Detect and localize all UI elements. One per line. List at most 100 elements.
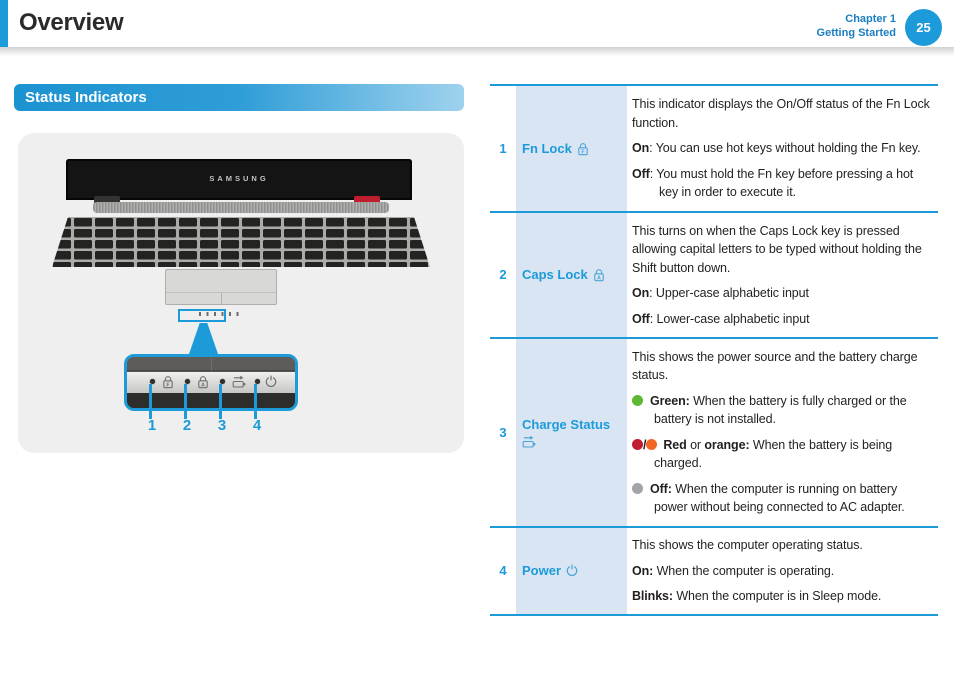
- term-red: Red: [663, 437, 687, 452]
- laptop-figure: SAMSUNG F: [18, 133, 464, 453]
- chapter-number: Chapter 1: [845, 13, 896, 25]
- gray-status-dot: [632, 482, 643, 494]
- term-off-text: : You must hold the Fn key before pressi…: [649, 166, 914, 200]
- fn-lock-led: [149, 378, 155, 384]
- intro-text: This shows the computer operating status…: [632, 538, 863, 552]
- callout-line-1: [149, 384, 152, 419]
- term-off: Off: [632, 311, 650, 326]
- table-row-power: 4 Power This shows the computer operatin…: [490, 525, 938, 615]
- power-icon: [566, 564, 578, 577]
- callout-number-4: 4: [252, 417, 262, 434]
- row-label-text: Power: [522, 562, 562, 578]
- callout-line-4: [254, 384, 257, 419]
- svg-text:A: A: [201, 382, 205, 388]
- highlight-rectangle: [178, 309, 226, 322]
- callout-number-3: 3: [217, 417, 227, 434]
- term-on: On:: [632, 563, 654, 578]
- green-status-dot: [632, 394, 643, 406]
- laptop-screen: SAMSUNG: [66, 159, 412, 200]
- description-off: Off: When the computer is running on bat…: [632, 480, 932, 517]
- row-number: 2: [499, 267, 507, 283]
- header-shadow: [0, 47, 954, 56]
- page-title: Overview: [19, 9, 124, 36]
- term-off: Off: [632, 166, 650, 181]
- callout-bottom-band: [127, 393, 295, 408]
- charge-status-icon: [522, 435, 536, 448]
- term-orange: orange:: [704, 437, 750, 452]
- term-on-text: When the computer is operating.: [653, 563, 835, 578]
- term-green: Green:: [650, 393, 690, 408]
- row-label-text: Fn Lock: [522, 140, 572, 156]
- fn-lock-icon: F: [578, 142, 588, 155]
- slash-separator: /: [643, 437, 647, 452]
- intro-text: This shows the power source and the batt…: [632, 349, 918, 383]
- table-row-charge-status: 3 Charge Status This shows the power sou…: [490, 336, 938, 526]
- term-off-text: When the computer is running on battery …: [654, 481, 905, 515]
- description-blinks: Blinks: When the computer is in Sleep mo…: [632, 587, 932, 606]
- term-or-text: or: [686, 437, 705, 452]
- description-intro: This shows the computer operating status…: [632, 536, 932, 555]
- touchpad: [165, 269, 277, 305]
- laptop-body: [30, 199, 452, 321]
- term-on-text: : Upper-case alphabetic input: [649, 286, 809, 300]
- row-number: 1: [499, 141, 507, 156]
- row-description: This shows the power source and the batt…: [627, 339, 938, 526]
- charge-status-icon: [232, 375, 246, 388]
- orange-status-dot: [646, 438, 658, 450]
- keyboard: [52, 217, 430, 267]
- description-off: Off: Lower-case alphabetic input: [632, 310, 932, 329]
- description-red-orange: / Red or orange: When the battery is bein…: [632, 436, 932, 473]
- caps-lock-icon: A: [593, 268, 604, 281]
- brand-logo: SAMSUNG: [209, 174, 269, 183]
- svg-text:F: F: [581, 149, 584, 155]
- term-on: On: [632, 141, 650, 156]
- chapter-section: Getting Started: [816, 27, 896, 39]
- laptop-hinge-left: [94, 196, 120, 207]
- description-on: On: When the computer is operating.: [632, 562, 932, 581]
- row-label: Charge Status: [516, 338, 627, 526]
- indicator-strip: [199, 312, 243, 316]
- charge-status-led: [219, 378, 225, 384]
- section-heading: Status Indicators: [14, 84, 464, 111]
- power-icon: [265, 375, 277, 388]
- power-led: [254, 378, 260, 384]
- description-off: Off: You must hold the Fn key before pre…: [632, 165, 932, 202]
- intro-text: This turns on when the Caps Lock key is …: [632, 223, 922, 275]
- term-off-text: : Lower-case alphabetic input: [649, 311, 810, 326]
- term-green-text: When the battery is fully charged or the…: [654, 393, 907, 427]
- table-row-fn-lock: 1 Fn Lock F This indicator displays the …: [490, 84, 938, 211]
- description-on: On: You can use hot keys without holding…: [632, 139, 932, 158]
- row-label-text: Charge Status: [522, 416, 611, 432]
- svg-text:A: A: [597, 275, 601, 281]
- caps-lock-led: [184, 378, 190, 384]
- header-accent-bar: [0, 0, 8, 47]
- term-red-orange-text: When the battery is being charged.: [654, 437, 893, 471]
- speaker-grille: [93, 202, 389, 213]
- status-indicator-table: 1 Fn Lock F This indicator displays the …: [490, 84, 938, 616]
- svg-text:F: F: [166, 382, 169, 388]
- callout-line-2: [184, 384, 187, 419]
- description-green: Green: When the battery is fully charged…: [632, 392, 932, 429]
- description-intro: This indicator displays the On/Off statu…: [632, 95, 932, 132]
- fn-lock-icon: F: [163, 376, 173, 388]
- term-on: On: [632, 286, 650, 300]
- description-intro: This shows the power source and the batt…: [632, 348, 932, 385]
- callout-number-2: 2: [182, 417, 192, 434]
- term-blinks-text: When the computer is in Sleep mode.: [672, 589, 882, 603]
- description-on: On: Upper-case alphabetic input: [632, 284, 932, 303]
- row-description: This shows the computer operating status…: [627, 528, 938, 615]
- row-description: This turns on when the Caps Lock key is …: [627, 213, 938, 337]
- laptop-hinge-right: [354, 196, 380, 207]
- description-intro: This turns on when the Caps Lock key is …: [632, 222, 932, 278]
- caps-lock-icon: A: [198, 376, 208, 388]
- callout-seam: [211, 357, 212, 371]
- row-label-text: Caps Lock: [522, 266, 588, 282]
- page-number-badge: 25: [905, 9, 942, 46]
- callout-line-3: [219, 384, 222, 419]
- table-row-caps-lock: 2 Caps Lock A This turns on when the Cap…: [490, 211, 938, 337]
- red-status-dot: [632, 438, 643, 450]
- row-label: Power: [516, 527, 627, 614]
- row-description: This indicator displays the On/Off statu…: [627, 86, 938, 211]
- term-off: Off:: [650, 481, 672, 496]
- row-label: Caps Lock A: [516, 213, 627, 337]
